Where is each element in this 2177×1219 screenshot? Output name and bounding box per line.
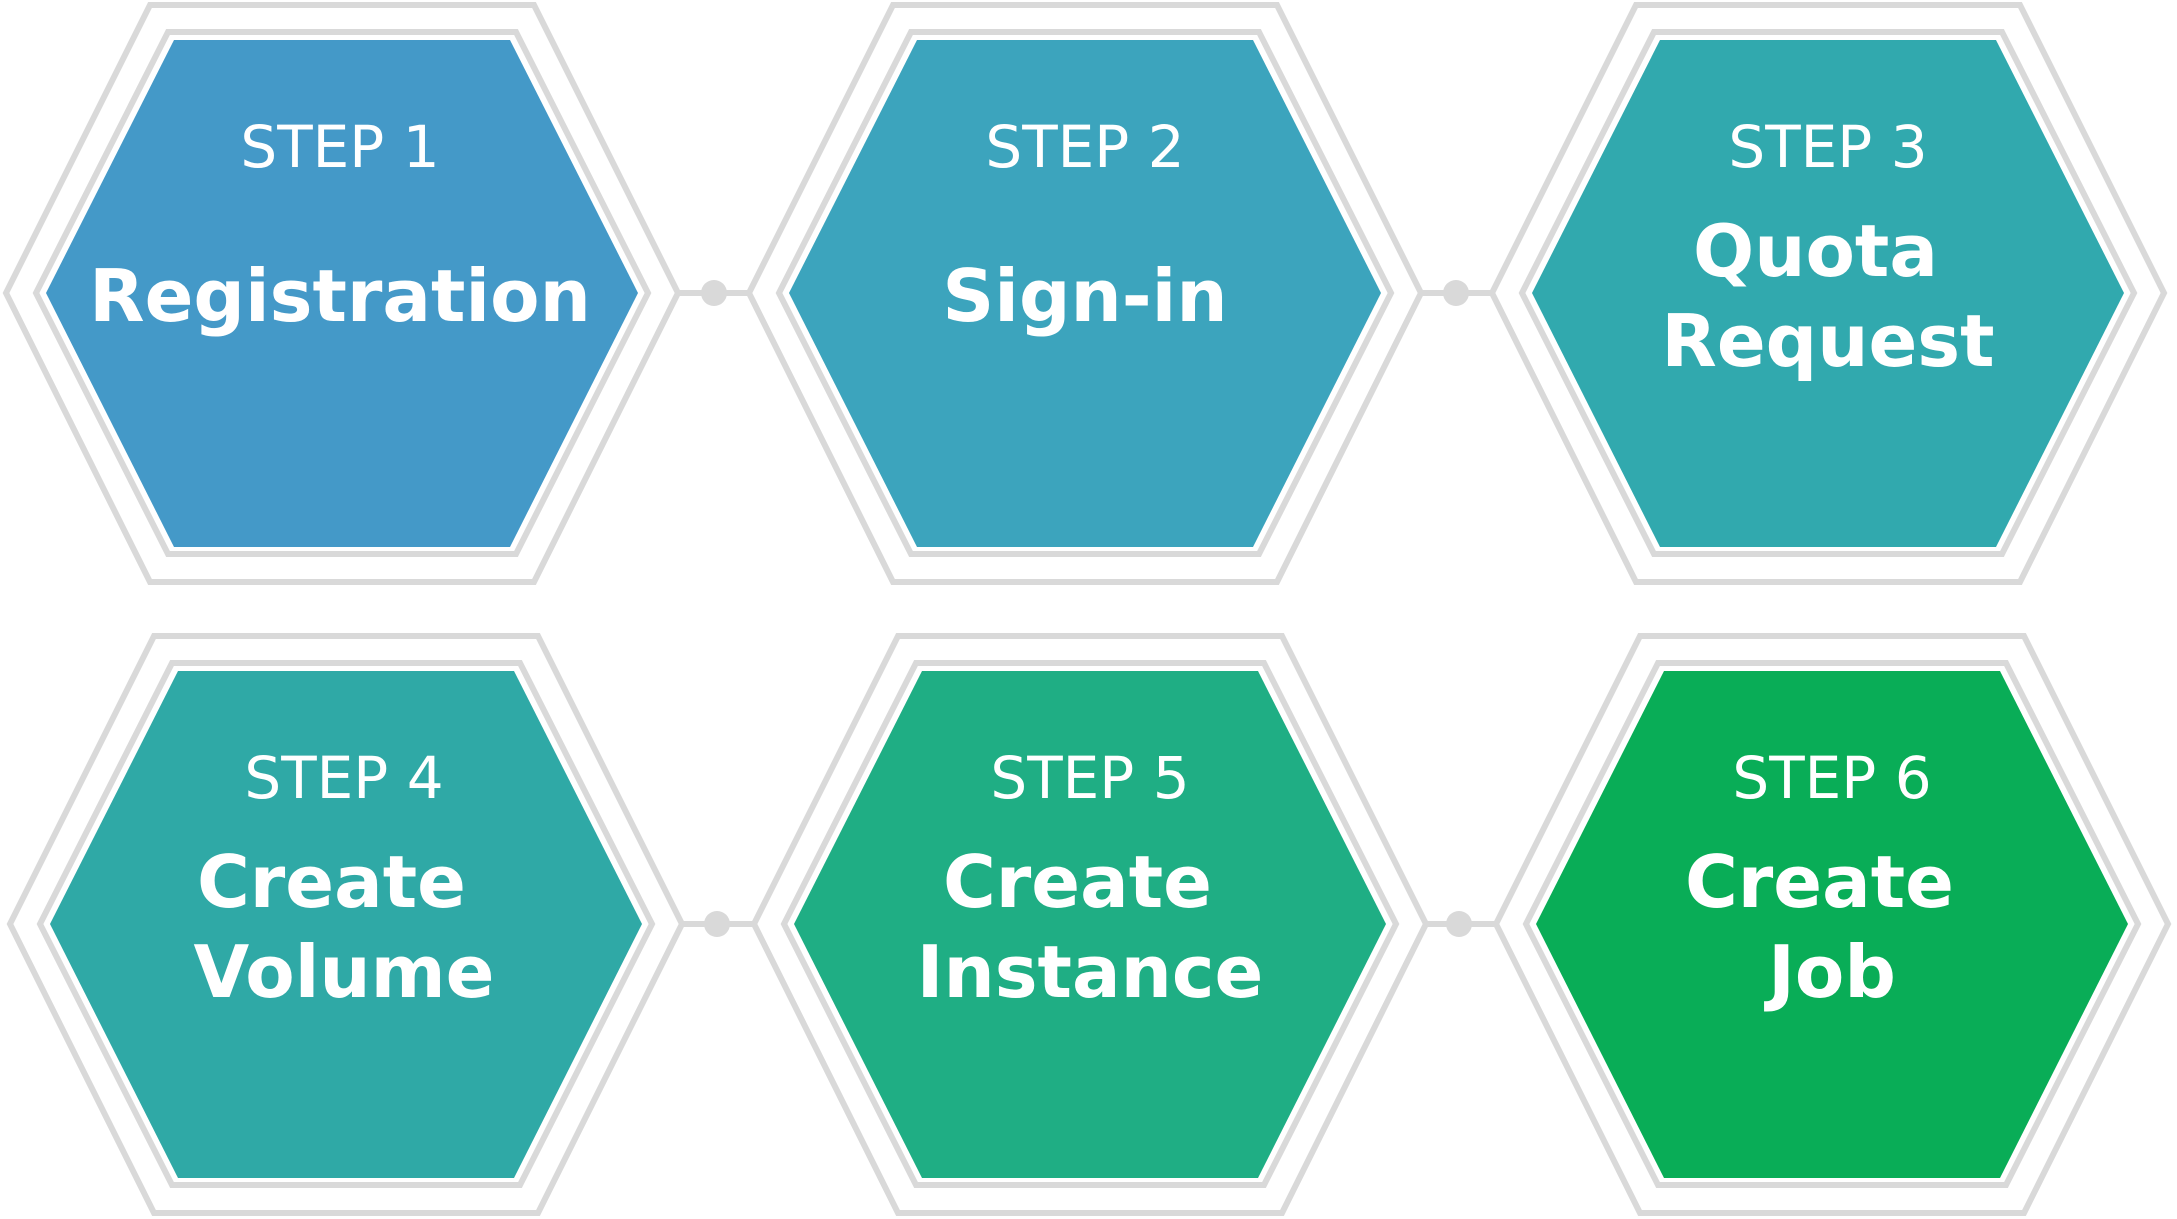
step-3-label: STEP 3 <box>1728 113 1927 181</box>
step-3-title-line-1: Quota <box>1693 209 1938 293</box>
connector-2-3 <box>1418 280 1495 306</box>
step-1-title-line-1: Registration <box>89 254 591 338</box>
step-1-title: Registration <box>89 254 591 338</box>
connector-1-2 <box>675 280 752 306</box>
step-2-label: STEP 2 <box>985 113 1184 181</box>
step-4-title-line-1: Create <box>197 840 466 924</box>
step-2-fill <box>789 40 1381 547</box>
step-3-title-line-2: Request <box>1661 299 1994 383</box>
step-6-title: Create Job <box>1685 840 1979 1014</box>
step-6-fill <box>1536 671 2128 1178</box>
step-5-label: STEP 5 <box>990 744 1189 812</box>
step-4-label: STEP 4 <box>244 744 443 812</box>
step-5-title-line-1: Create <box>943 840 1212 924</box>
step-2-title-line-1: Sign-in <box>942 254 1227 338</box>
step-6-hexagon: STEP 6 Create Job <box>1492 633 2172 1216</box>
step-6-title-line-1: Create <box>1685 840 1954 924</box>
step-1-label: STEP 1 <box>240 113 439 181</box>
step-6-title-line-2: Job <box>1763 930 1896 1014</box>
connector-5-6 <box>1424 911 1498 937</box>
step-3-fill <box>1532 40 2124 547</box>
step-4-hexagon: STEP 4 Create Volume <box>6 633 686 1216</box>
step-4-title: Create Volume <box>193 840 494 1014</box>
step-1-fill <box>46 40 638 547</box>
step-4-title-line-2: Volume <box>193 930 494 1014</box>
step-2-hexagon: STEP 2 Sign-in <box>745 2 1425 585</box>
step-5-fill <box>794 671 1386 1178</box>
step-1-hexagon: STEP 1 Registration <box>2 2 682 585</box>
step-5-hexagon: STEP 5 Create Instance <box>750 633 1430 1216</box>
step-2-title: Sign-in <box>942 254 1227 338</box>
step-5-title: Create Instance <box>917 840 1264 1014</box>
step-4-fill <box>50 671 642 1178</box>
step-3-title: Quota Request <box>1661 209 1994 383</box>
step-3-hexagon: STEP 3 Quota Request <box>1488 2 2168 585</box>
step-5-title-line-2: Instance <box>917 930 1264 1014</box>
step-6-label: STEP 6 <box>1732 744 1931 812</box>
connector-4-5 <box>678 911 757 937</box>
